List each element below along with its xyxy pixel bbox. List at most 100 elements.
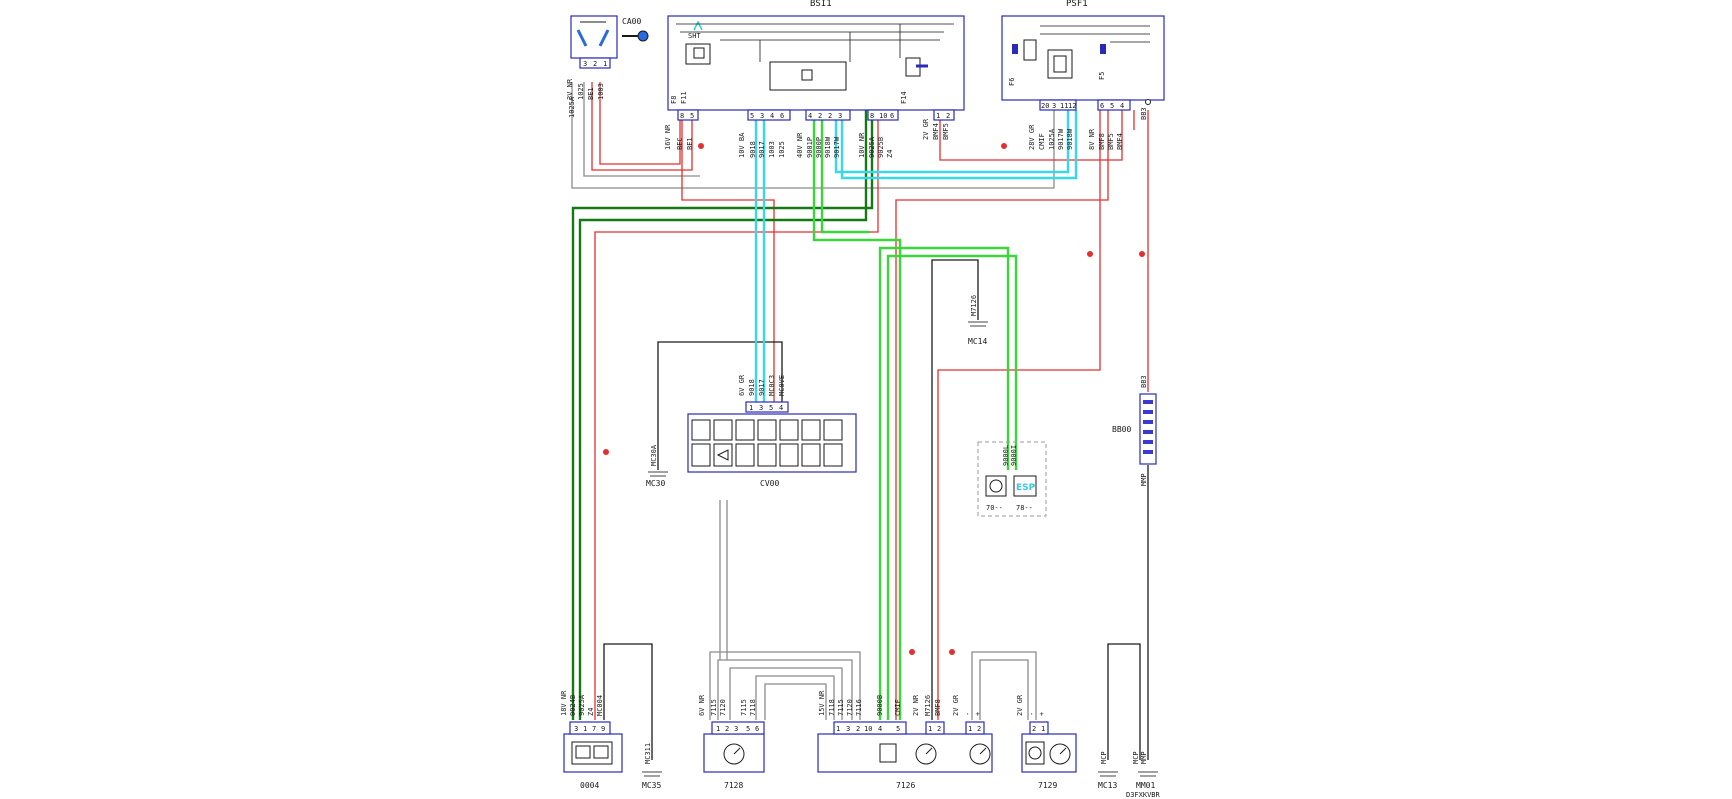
bsi-mid-wire-4: 1025 xyxy=(778,141,786,158)
psf-8v-pin-3: 4 xyxy=(1120,102,1124,110)
bsi1-name: BSI1 xyxy=(810,0,832,9)
c0004-wire-1: 9024B xyxy=(569,695,577,716)
cv00-wire-2: 9017 xyxy=(758,379,766,396)
c7126-c-pin-2: 2 xyxy=(977,725,981,733)
c7129-spec: 2V GR xyxy=(1016,694,1024,716)
mmp-wire: MMP xyxy=(1140,751,1148,764)
c7128-pin-2: 2 xyxy=(725,725,729,733)
ca00-wire-3: 1003 xyxy=(597,83,605,100)
c7126-a-pin-2: 3 xyxy=(846,725,850,733)
mm01-label: MM01 xyxy=(1136,781,1155,790)
mcp-wire: MCP xyxy=(1100,751,1108,764)
psf-8v-pin-1: 6 xyxy=(1100,102,1104,110)
bsi-10v-pin-1: 8 xyxy=(870,112,874,120)
esp-icon: ESP xyxy=(1013,475,1037,497)
c7126-a-spec: 15V NR xyxy=(818,690,826,716)
c0004-wire-3: Z4 xyxy=(587,708,595,716)
c7126-c-pin-1: 1 xyxy=(968,725,972,733)
bsi1-sub: SHT xyxy=(688,32,701,40)
bsi-mid-wire-2: 9017 xyxy=(758,141,766,158)
c7126-b-pin-2: 2 xyxy=(937,725,941,733)
bsi-10v-pin-2: 10 xyxy=(879,112,887,120)
cv00-name: CV00 xyxy=(760,479,779,488)
ground-icon xyxy=(648,471,668,477)
key-icon xyxy=(622,30,649,42)
psf-28v-pin-2: 3 xyxy=(1052,102,1056,110)
mc35-label: MC35 xyxy=(642,781,661,790)
bsi-mid-pin-4: 6 xyxy=(780,112,784,120)
mc35-wire: MC311 xyxy=(644,743,652,764)
component-7126: 1 3 2 10 4 5 15V NR 7118 7115 7120 7116 … xyxy=(817,690,993,790)
ca00-pin-2: 2 xyxy=(593,60,597,68)
cv00-wire-1: 9018 xyxy=(748,379,756,396)
abs-icon xyxy=(985,475,1007,497)
fuse-icon xyxy=(1012,44,1106,54)
psf-8v-wire-3: BMF4 xyxy=(1116,133,1124,150)
bsi-2v-wire-1: BMF4 xyxy=(932,123,940,140)
c7126-a-wire-4: 7116 xyxy=(855,699,863,716)
cv00-pin-1: 1 xyxy=(749,404,753,412)
cv00-pin-3: 5 xyxy=(769,404,773,412)
c7126-name: 7126 xyxy=(896,781,915,790)
stalk-switch-cv00: 1 3 5 4 6V GR 9018 9017 MC0C3 MC0VE xyxy=(687,374,857,488)
bsi-40v-spec: 40V NR xyxy=(796,132,804,158)
bb00-name: BB00 xyxy=(1112,425,1131,434)
bsi-2v-pin-1: 1 xyxy=(936,112,940,120)
bsi-left-spec: 16V NR xyxy=(664,124,672,150)
mc30-wire: MC30A xyxy=(650,444,658,466)
wiper-icon xyxy=(691,443,843,467)
bsi-40v-wire-2: 9000P xyxy=(815,137,823,158)
mcp-wire-2: MCP xyxy=(1132,751,1140,764)
psf-fuse-f6: F6 xyxy=(1008,78,1016,86)
component-7128: 1 2 3 5 6 6V NR 7115 7120 7115 7118 7128 xyxy=(698,694,765,790)
psf-bb3-header: BB3 xyxy=(1140,107,1148,120)
diagram-code: D3FXKVBR xyxy=(1126,791,1161,799)
bsi-10v-wire-3: Z4 xyxy=(886,150,894,158)
psf-28v-pin-1: 20 xyxy=(1041,102,1049,110)
bsi-mid-pin-1: 5 xyxy=(750,112,754,120)
ca00-extra-wire: 1025A xyxy=(568,96,576,118)
grounds: MC30A MC30 M7126 MC14 MC311 MC35 MCP MCP… xyxy=(642,295,1158,790)
c7128-wire-1: 7115 xyxy=(710,699,718,716)
psf-8v-pin-2: 5 xyxy=(1110,102,1114,110)
bsi-10v-pin-3: 6 xyxy=(890,112,894,120)
ca00-spec: 3V NR xyxy=(566,78,574,100)
c7128-pin-1: 1 xyxy=(716,725,720,733)
c7128-wire-3: 7115 xyxy=(740,699,748,716)
esp-code-left: 70-- xyxy=(986,504,1003,512)
c7128-wire-4: 7118 xyxy=(749,699,757,716)
c7128-spec: 6V NR xyxy=(698,694,706,716)
c7129-wire-1: - xyxy=(1028,712,1036,716)
ca00-pin-3: 1 xyxy=(603,60,607,68)
c7126-a-wire-1: 7118 xyxy=(828,699,836,716)
psf-28v-spec: 28V GR xyxy=(1028,124,1036,150)
c7126-a-wire-5: 9000B xyxy=(876,695,884,716)
psf1-name: PSF1 xyxy=(1066,0,1088,9)
esp-block: 9000L 9000I ESP 70-- 78-- xyxy=(977,441,1047,517)
psf-28v-wire-2: 1025A xyxy=(1048,128,1056,150)
cv00-spec: 6V GR xyxy=(738,374,746,396)
ca00-pin-1: 3 xyxy=(583,60,587,68)
component-7129: 2 1 2V GR - + 7129 xyxy=(1016,694,1077,790)
bsi-40v-wire-3: 9018W xyxy=(824,136,832,158)
ca00-wire-2: BE1 xyxy=(587,87,595,100)
bsi-40v-wire-1: 9001P xyxy=(806,137,814,158)
c7126-a-pin-5: 4 xyxy=(878,725,882,733)
bsi-left-header: F8 xyxy=(670,96,678,104)
bsi-mid-wire-1: 9018 xyxy=(749,141,757,158)
c7126-b-wire-1: M7126 xyxy=(924,695,932,716)
bsi-left-wire-2: BE1 xyxy=(686,137,694,150)
c7126-b-pin-1: 1 xyxy=(928,725,932,733)
c7128-pin-3: 3 xyxy=(734,725,738,733)
mc30-label: MC30 xyxy=(646,479,665,488)
bsi-left-wire-1: BEC xyxy=(676,137,684,150)
c7126-a-pin-1: 1 xyxy=(836,725,840,733)
c7126-a-wire-2: 7115 xyxy=(837,699,845,716)
bsi-mid-spec: 10V BA xyxy=(738,132,746,158)
gauge-icon xyxy=(1049,743,1071,765)
bsi-10v-wire-2: 9025B xyxy=(877,137,885,158)
c7126-b-spec: 2V NR xyxy=(912,694,920,716)
c7126-a-pin-4: 10 xyxy=(864,725,872,733)
bsi-left-pin-2: 5 xyxy=(690,112,694,120)
